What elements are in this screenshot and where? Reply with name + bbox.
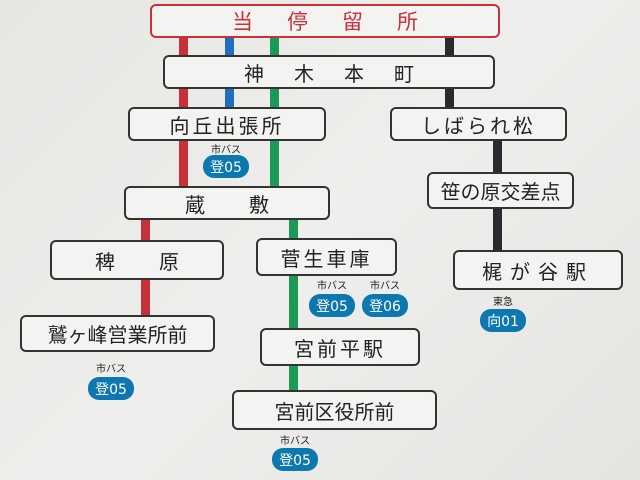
- operator-label: 市バス: [370, 281, 400, 292]
- stop-sasanohara: 笹の原交差点: [427, 172, 574, 209]
- operator-label: 東急: [493, 297, 513, 308]
- route-badge: 登05: [309, 294, 355, 317]
- green-route-line: [289, 218, 298, 393]
- current-stop-box: 当停留所: [150, 4, 500, 38]
- stop-miyamae-ward-office: 宮前区役所前: [232, 390, 437, 430]
- route-badge: 登05: [203, 155, 249, 178]
- route-badge: 登06: [362, 294, 408, 317]
- operator-label: 市バス: [96, 364, 126, 375]
- stop-kurashiki: 蔵敷: [124, 186, 330, 220]
- operator-label: 市バス: [211, 145, 241, 156]
- stop-mukaigaoka: 向丘出張所: [128, 107, 326, 141]
- operator-label: 市バス: [280, 436, 310, 447]
- stop-miyamaedaira: 宮前平駅: [260, 328, 420, 366]
- stop-shibararematsu: しばられ松: [390, 107, 567, 141]
- stop-kajigaya: 梶が谷駅: [453, 250, 623, 290]
- route-badge: 登05: [272, 448, 318, 471]
- stop-sagigamine: 鷲ヶ峰営業所前: [20, 315, 215, 352]
- route-badge: 向01: [480, 309, 526, 332]
- stop-kamiki-honcho: 神木本町: [163, 55, 495, 89]
- operator-label: 市バス: [317, 281, 347, 292]
- stop-hiehara: 稗原: [50, 240, 224, 280]
- route-badge: 登05: [88, 377, 134, 400]
- stop-sugao: 菅生車庫: [256, 238, 397, 276]
